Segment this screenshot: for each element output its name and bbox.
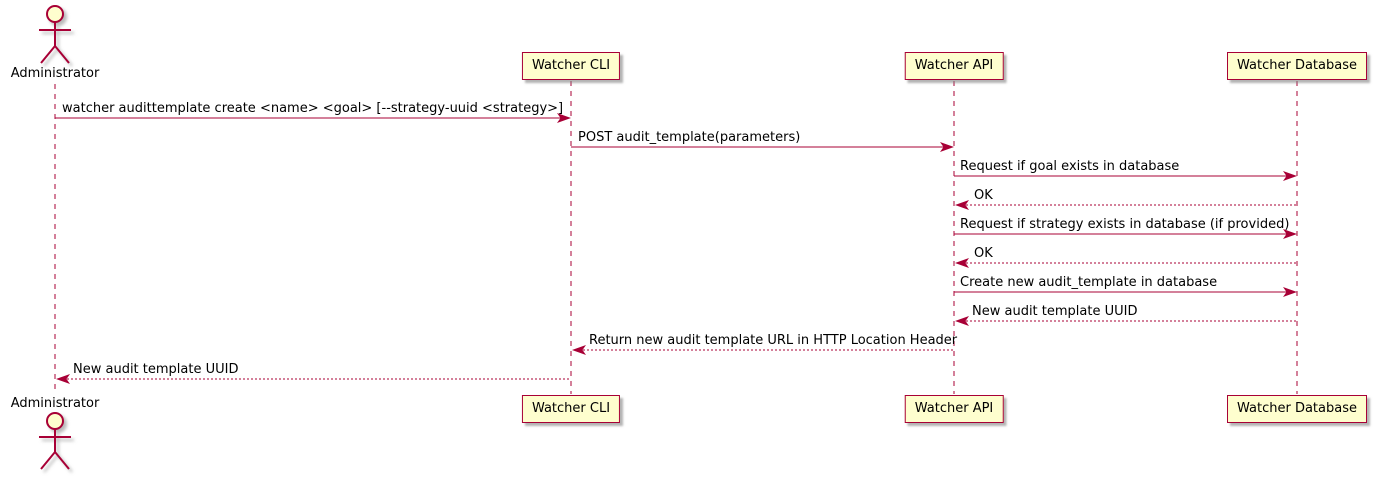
participant-box-watcher-cli-top: Watcher CLI [521,52,621,80]
participant-box-watcher-database-top: Watcher Database [1227,52,1367,80]
actor-label-administrator-bottom: Administrator [10,396,100,411]
participant-box-watcher-api-top: Watcher API [904,52,1004,80]
message-label-6: OK [974,246,993,261]
message-label-2: POST audit_template(parameters) [578,130,801,145]
message-arrow-10 [56,374,571,384]
message-label-1: watcher audittemplate create <name> <goa… [62,101,564,116]
message-label-7: Create new audit_template in database [960,275,1218,290]
message-arrow-5 [954,229,1297,239]
message-arrow-7 [954,287,1297,297]
message-arrow-1 [55,113,571,123]
actor-icon-administrator-top [39,5,71,64]
message-label-9: Return new audit template URL in HTTP Lo… [589,333,958,348]
message-arrows [55,113,1297,384]
message-arrow-9 [572,345,954,355]
message-label-4: OK [974,188,993,203]
message-arrow-6 [955,258,1297,268]
message-arrow-3 [954,171,1297,181]
lifelines [54,81,1298,394]
message-arrow-4 [955,200,1297,210]
message-label-5: Request if strategy exists in database (… [960,217,1290,232]
participant-box-watcher-cli-bottom: Watcher CLI [521,395,621,423]
message-label-10: New audit template UUID [73,362,239,377]
participant-box-watcher-api-bottom: Watcher API [904,395,1004,423]
message-label-3: Request if goal exists in database [960,159,1180,174]
participant-box-watcher-database-bottom: Watcher Database [1227,395,1367,423]
message-arrow-2 [571,142,954,152]
actor-label-administrator-top: Administrator [10,66,100,81]
actor-icon-administrator-bottom [39,412,71,470]
message-label-8: New audit template UUID [972,304,1138,319]
message-arrow-8 [955,316,1297,326]
